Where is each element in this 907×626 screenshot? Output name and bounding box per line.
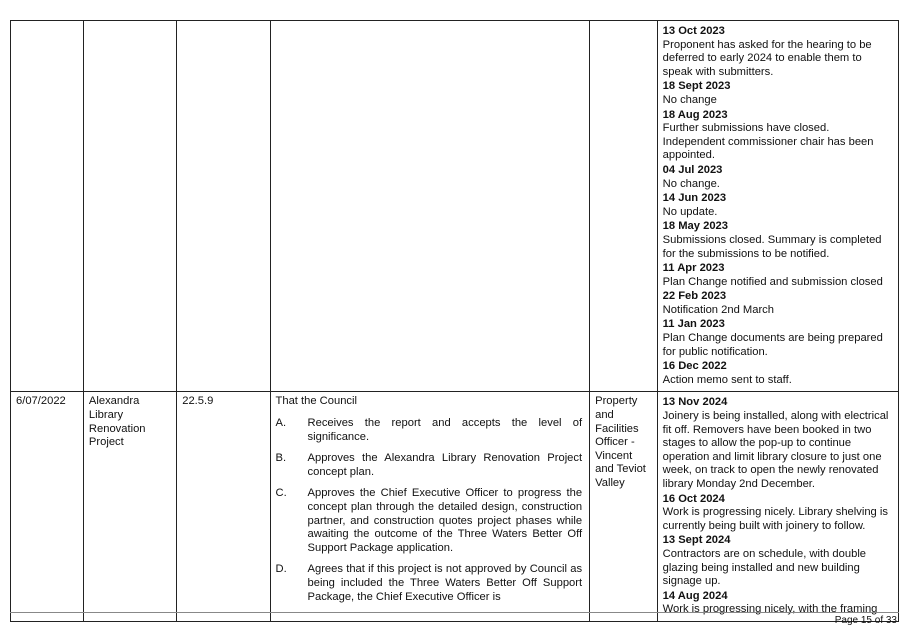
update-text: No change bbox=[662, 93, 717, 106]
project-cell: Alexandra Library Renovation Project bbox=[82, 391, 178, 622]
update-text: Plan Change notified and submission clos… bbox=[662, 275, 883, 288]
officer-cell bbox=[589, 19, 658, 393]
project-name: Alexandra Library Renovation Project bbox=[88, 395, 146, 449]
update-text: Contractors are on schedule, with double… bbox=[662, 547, 867, 588]
officer-cell: Property and Facilities Officer - Vincen… bbox=[589, 391, 658, 622]
update-text: Notification 2nd March bbox=[662, 303, 774, 316]
resolution-cell bbox=[176, 19, 271, 393]
update-text: No change. bbox=[662, 177, 720, 190]
table-row: 6/07/2022 Alexandra Library Renovation Pr… bbox=[10, 391, 900, 622]
item-letter: B. bbox=[275, 452, 287, 465]
update-text: Plan Change documents are being prepared… bbox=[662, 332, 883, 358]
item-text: Receives the report and accepts the leve… bbox=[307, 417, 583, 443]
item-letter: D. bbox=[275, 563, 287, 576]
update-date: 11 Apr 2023 bbox=[662, 262, 725, 275]
update-date: 13 Nov 2024 bbox=[662, 396, 728, 409]
resolution-item: C. Approves the Chief Executive Officer t… bbox=[276, 487, 585, 555]
resolution-cell: 22.5.9 bbox=[176, 391, 271, 622]
update-date: 14 Aug 2024 bbox=[662, 589, 728, 602]
footer-divider bbox=[10, 612, 899, 613]
update-date: 18 May 2023 bbox=[662, 220, 728, 233]
update-text: Action memo sent to staff. bbox=[662, 373, 792, 386]
item-text: Approves the Alexandra Library Renovatio… bbox=[307, 452, 583, 478]
update-text: Joinery is being installed, along with e… bbox=[662, 410, 889, 490]
resolution-item: A. Receives the report and accepts the le… bbox=[276, 417, 585, 444]
update-text: Work is progressing nicely. Library shel… bbox=[662, 506, 888, 532]
update-text: Submissions closed. Summary is completed… bbox=[662, 233, 882, 260]
page-number: Page 15 of 33 bbox=[834, 615, 897, 626]
resolution-text-cell bbox=[269, 19, 591, 393]
update-date: 13 Oct 2023 bbox=[662, 25, 725, 37]
item-text: Approves the Chief Executive Officer to … bbox=[307, 487, 583, 554]
item-letter: A. bbox=[275, 417, 287, 430]
update-date: 11 Jan 2023 bbox=[662, 318, 725, 331]
project-cell bbox=[82, 19, 178, 393]
meeting-date-cell bbox=[10, 19, 84, 393]
meeting-date: 6/07/2022 bbox=[16, 395, 66, 408]
update-date: 13 Sept 2024 bbox=[662, 534, 731, 547]
resolution-item: B. Approves the Alexandra Library Renovat… bbox=[276, 452, 585, 479]
update-date: 18 Aug 2023 bbox=[662, 108, 728, 121]
resolution-intro: That the Council bbox=[275, 395, 357, 408]
update-date: 04 Jul 2023 bbox=[662, 163, 723, 176]
update-text: Proponent has asked for the hearing to b… bbox=[662, 38, 872, 78]
update-text: No update. bbox=[662, 205, 718, 218]
resolution-item: D. Agrees that if this project is not app… bbox=[276, 563, 585, 604]
update-date: 22 Feb 2023 bbox=[662, 290, 727, 303]
item-text: Agrees that if this project is not appro… bbox=[307, 563, 583, 603]
meeting-date-cell: 6/07/2022 bbox=[10, 391, 84, 622]
responsible-officer: Property and Facilities Officer - Vincen… bbox=[595, 395, 646, 489]
item-letter: C. bbox=[275, 487, 287, 500]
update-date: 18 Sept 2023 bbox=[662, 80, 731, 93]
update-text: Further submissions have closed. Indepen… bbox=[662, 122, 874, 162]
update-date: 16 Oct 2024 bbox=[662, 492, 725, 505]
update-date: 14 Jun 2023 bbox=[662, 192, 727, 205]
resolution-number: 22.5.9 bbox=[182, 395, 214, 408]
update-date: 16 Dec 2022 bbox=[662, 360, 727, 373]
